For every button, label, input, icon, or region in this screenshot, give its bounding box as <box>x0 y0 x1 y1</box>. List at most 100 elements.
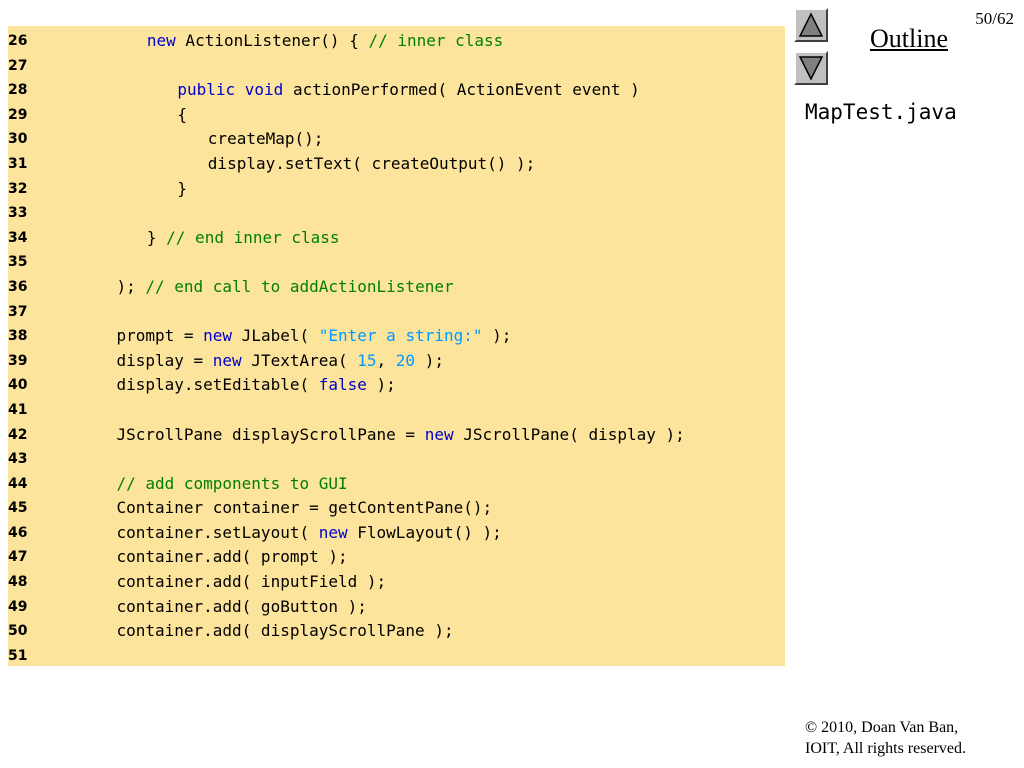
copyright-line-2: IOIT, All rights reserved. <box>805 740 966 757</box>
code-line: 34} // end inner class <box>8 226 785 251</box>
triangle-up-icon <box>798 12 824 37</box>
code-token: JLabel( <box>232 326 319 346</box>
code-token: ); <box>116 276 146 296</box>
line-number: 48 <box>8 574 28 591</box>
code-line: 26 new ActionListener() { // inner class <box>8 29 785 54</box>
code-line: 44 // add components to GUI <box>8 472 785 497</box>
code-text: display.setEditable( false ); <box>116 373 395 398</box>
code-line: 45 Container container = getContentPane()… <box>8 496 785 521</box>
code-line: 28 public void actionPerformed( ActionEve… <box>8 78 785 103</box>
code-token: new <box>212 350 242 370</box>
code-text: new ActionListener() { // inner class <box>147 29 503 54</box>
code-token: JScrollPane displayScrollPane = <box>116 424 425 444</box>
code-token: } <box>146 227 167 247</box>
code-text: } <box>177 177 187 202</box>
code-line: 32} <box>8 177 785 202</box>
code-token: JScrollPane( display ); <box>453 424 685 444</box>
code-token: // end call to addActionListener <box>145 276 454 296</box>
line-number: 35 <box>8 254 28 271</box>
line-number: 47 <box>8 549 28 566</box>
code-line: 30 createMap(); <box>8 127 785 152</box>
code-line: 42 JScrollPane displayScrollPane = new JS… <box>8 423 785 448</box>
line-number: 27 <box>8 57 28 74</box>
code-text: container.add( inputField ); <box>116 570 386 595</box>
line-number: 45 <box>8 500 28 517</box>
code-text: ); // end call to addActionListener <box>116 275 453 300</box>
line-number: 28 <box>8 82 28 99</box>
code-token: JTextArea( <box>241 350 358 370</box>
line-number: 32 <box>8 180 28 197</box>
code-token: container.add( prompt ); <box>116 547 348 567</box>
code-token: container.setLayout( <box>116 522 319 542</box>
code-token: "Enter a string:" <box>318 326 483 346</box>
code-token: display = <box>116 350 213 370</box>
code-token: ActionListener() { <box>175 31 369 50</box>
line-number: 44 <box>8 475 28 492</box>
line-number: 30 <box>8 131 28 148</box>
next-slide-button[interactable] <box>794 51 828 85</box>
code-text: { <box>177 103 187 128</box>
code-line: 27 <box>8 54 785 79</box>
line-number: 37 <box>8 303 28 320</box>
code-token: Container container = getContentPane(); <box>116 498 493 518</box>
line-number: 39 <box>8 352 28 369</box>
triangle-down-icon <box>798 56 824 81</box>
code-token: // end inner class <box>166 227 340 247</box>
code-line: 43 <box>8 447 785 472</box>
line-number: 46 <box>8 524 28 541</box>
code-line: 49 container.add( goButton ); <box>8 595 785 620</box>
line-number: 49 <box>8 598 28 615</box>
code-line: 39 display = new JTextArea( 15, 20 ); <box>8 349 785 374</box>
code-token: actionPerformed( ActionEvent event ) <box>283 80 640 100</box>
code-token: display.setEditable( <box>116 375 319 395</box>
code-token: false <box>318 375 367 395</box>
code-line: 35 <box>8 250 785 275</box>
line-number: 26 <box>8 33 28 49</box>
code-text: container.add( displayScrollPane ); <box>116 619 453 644</box>
code-token: prompt = <box>116 326 204 346</box>
code-text: JScrollPane displayScrollPane = new JScr… <box>116 423 684 448</box>
line-number: 51 <box>8 647 28 664</box>
code-line: 36); // end call to addActionListener <box>8 275 785 300</box>
code-token: container.add( goButton ); <box>116 596 367 616</box>
line-number: 31 <box>8 155 28 172</box>
previous-slide-button[interactable] <box>794 8 828 42</box>
code-token: public void <box>177 80 284 100</box>
file-name: MapTest.java <box>805 100 957 124</box>
code-text: Container container = getContentPane(); <box>116 496 492 521</box>
code-text: display = new JTextArea( 15, 20 ); <box>116 349 444 374</box>
code-token: new <box>424 424 454 444</box>
code-token: ); <box>415 350 444 370</box>
code-text: public void actionPerformed( ActionEvent… <box>177 78 639 103</box>
slide-number: 50/62 <box>975 9 1014 28</box>
code-line: 33 <box>8 201 785 226</box>
code-text: } // end inner class <box>147 226 340 251</box>
line-number: 29 <box>8 106 28 123</box>
code-token: new <box>203 326 233 346</box>
code-token: { <box>177 104 187 124</box>
copyright-notice: © 2010, Doan Van Ban, IOIT, All rights r… <box>805 717 966 759</box>
code-token: display.setText( createOutput() ); <box>207 153 536 173</box>
line-number: 42 <box>8 426 28 443</box>
code-line: 37 <box>8 300 785 325</box>
outline-link[interactable]: Outline <box>870 24 948 53</box>
code-text: prompt = new JLabel( "Enter a string:" )… <box>116 324 511 349</box>
code-token: 15 <box>357 350 377 370</box>
code-line: 48 container.add( inputField ); <box>8 570 785 595</box>
line-number: 50 <box>8 623 28 640</box>
copyright-line-1: © 2010, Doan Van Ban, <box>805 719 959 736</box>
code-line: 31 display.setText( createOutput() ); <box>8 152 785 177</box>
line-number: 33 <box>8 205 28 222</box>
code-token: ); <box>366 375 396 395</box>
code-token: // inner class <box>368 31 504 50</box>
code-text: // add components to GUI <box>116 472 347 497</box>
code-line: 29 { <box>8 103 785 128</box>
code-token: new <box>146 31 176 50</box>
code-token: FlowLayout() ); <box>347 522 502 542</box>
code-token: container.add( inputField ); <box>116 572 387 592</box>
code-token: createMap(); <box>207 129 324 149</box>
